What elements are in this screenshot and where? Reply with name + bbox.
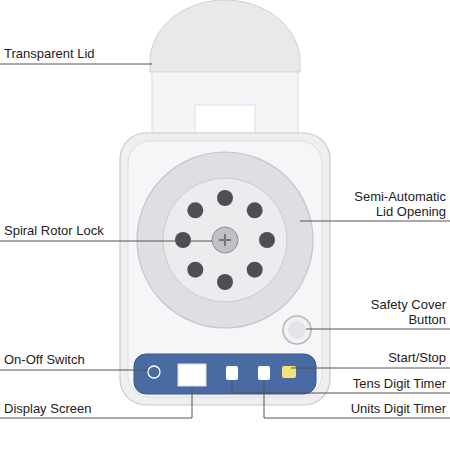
rotor-chamber <box>137 152 313 328</box>
centrifuge-body <box>120 133 330 405</box>
units-button <box>258 366 270 380</box>
rotor-lock <box>212 227 238 253</box>
hinge-window <box>195 105 255 135</box>
callout-label: Start/Stop <box>320 350 446 365</box>
lid-hinge <box>152 72 298 142</box>
leader-lines <box>0 64 450 418</box>
rotor-holes <box>175 190 275 290</box>
power-icon <box>148 366 160 378</box>
control-panel <box>134 354 316 394</box>
display-screen <box>178 364 206 386</box>
callout-label: Units Digit Timer <box>310 401 446 416</box>
callout-label: Transparent Lid <box>4 46 154 61</box>
rotor <box>163 178 287 302</box>
callout-label: Spiral Rotor Lock <box>4 223 164 238</box>
callout-label: Semi-Automatic Lid Opening <box>340 189 446 219</box>
body-face <box>128 141 322 397</box>
safety-button <box>283 316 311 344</box>
tens-button <box>226 366 238 380</box>
callout-label: Safety Cover Button <box>358 297 446 327</box>
lid-dome <box>150 0 300 72</box>
callout-label: On-Off Switch <box>4 352 144 367</box>
callout-label: Tens Digit Timer <box>310 376 446 391</box>
safety-button-face <box>288 321 306 339</box>
callout-label: Display Screen <box>4 401 154 416</box>
rotor-lock-grip <box>219 234 231 246</box>
